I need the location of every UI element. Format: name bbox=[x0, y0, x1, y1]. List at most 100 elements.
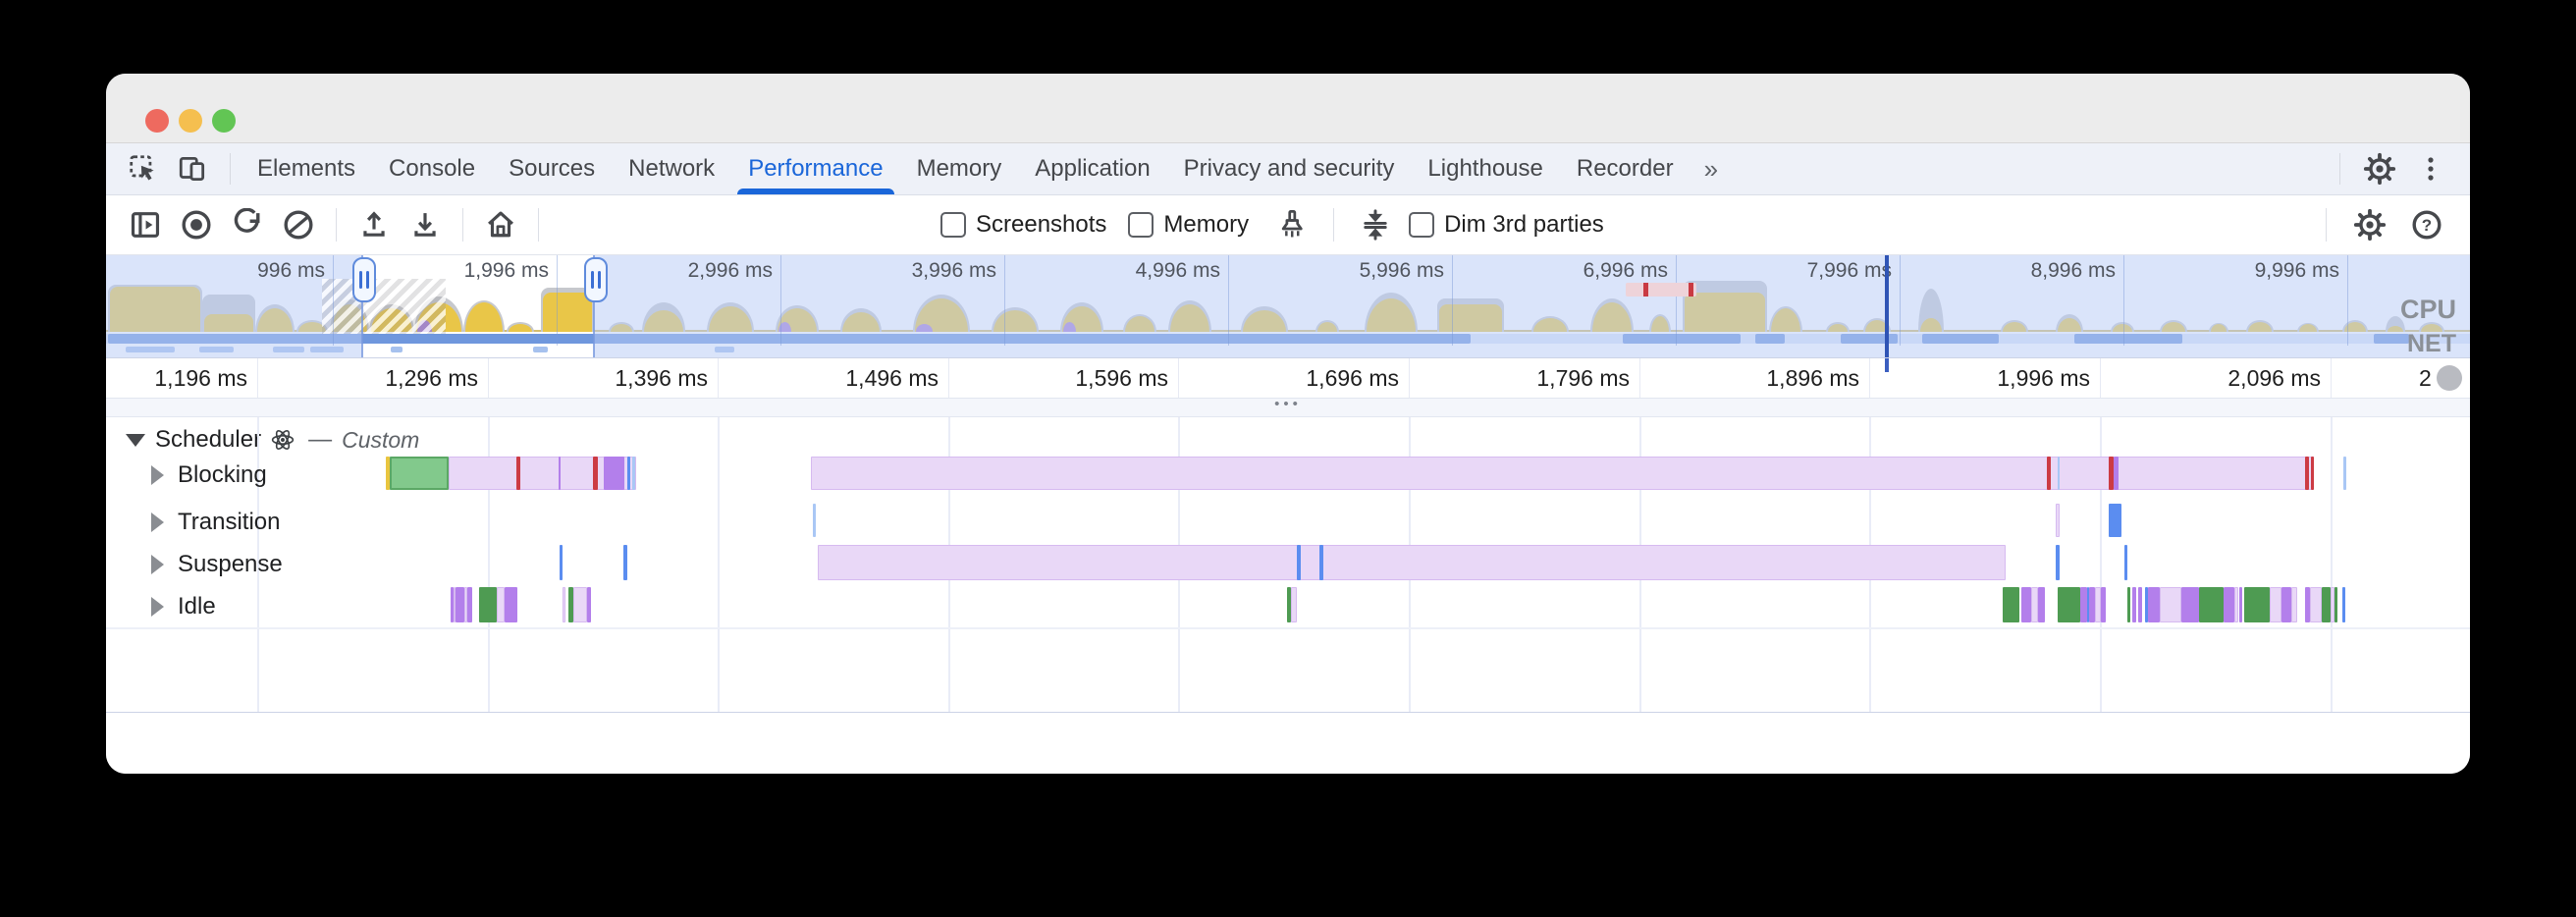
flame-chart-entry[interactable] bbox=[559, 457, 561, 490]
flame-chart-entry[interactable] bbox=[2058, 587, 2080, 622]
flame-chart-entry[interactable] bbox=[813, 504, 816, 537]
flame-chart-entry[interactable] bbox=[1319, 545, 1323, 580]
selection-left-handle[interactable] bbox=[352, 257, 376, 302]
tab-lighthouse[interactable]: Lighthouse bbox=[1411, 143, 1559, 194]
flame-chart-entry[interactable] bbox=[2311, 457, 2314, 490]
tab-console[interactable]: Console bbox=[372, 143, 492, 194]
flame-chart-entry[interactable] bbox=[2047, 457, 2051, 490]
flame-chart-entry[interactable] bbox=[2244, 587, 2270, 622]
timeline-ruler[interactable]: 1,196 ms1,296 ms1,396 ms1,496 ms1,596 ms… bbox=[106, 358, 2470, 399]
flame-chart-entry[interactable] bbox=[632, 457, 635, 490]
flame-chart-entry[interactable] bbox=[467, 587, 472, 622]
flame-chart-entry[interactable] bbox=[2239, 587, 2242, 622]
memory-checkbox[interactable] bbox=[1128, 212, 1154, 238]
flame-chart-entry[interactable] bbox=[587, 587, 591, 622]
flame-chart-entry[interactable] bbox=[2021, 587, 2031, 622]
inspect-element-icon[interactable] bbox=[122, 147, 165, 190]
capture-settings-gear-icon[interactable] bbox=[2348, 203, 2391, 246]
flame-chart-entry[interactable] bbox=[2270, 587, 2281, 622]
zoom-window-button[interactable] bbox=[212, 109, 236, 133]
collapse-triangle-icon[interactable] bbox=[126, 434, 145, 447]
clear-icon[interactable] bbox=[277, 203, 320, 246]
flame-chart-entry[interactable] bbox=[604, 457, 624, 490]
minimize-window-button[interactable] bbox=[179, 109, 202, 133]
flame-chart-entry[interactable] bbox=[2080, 587, 2087, 622]
flame-chart-entry[interactable] bbox=[2124, 545, 2127, 580]
screenshots-checkbox-group[interactable]: Screenshots bbox=[940, 211, 1106, 239]
flame-chart-entry[interactable] bbox=[2038, 587, 2045, 622]
flame-chart-entry[interactable] bbox=[2343, 457, 2346, 490]
scheduler-track-header[interactable]: Scheduler — Custom bbox=[126, 425, 419, 455]
flame-chart-entry[interactable] bbox=[2310, 587, 2322, 622]
toggle-sidebar-icon[interactable] bbox=[124, 203, 167, 246]
tab-elements[interactable]: Elements bbox=[241, 143, 372, 194]
flame-chart-entry[interactable] bbox=[2138, 587, 2142, 622]
splitter-handle-icon[interactable]: ••• bbox=[1274, 401, 1302, 408]
flame-chart-entry[interactable] bbox=[497, 587, 505, 622]
help-icon[interactable]: ? bbox=[2405, 203, 2448, 246]
record-and-reload-icon[interactable] bbox=[226, 203, 269, 246]
flame-chart-entry[interactable] bbox=[2101, 587, 2106, 622]
timeline-overview[interactable]: 996 ms1,996 ms2,996 ms3,996 ms4,996 ms5,… bbox=[106, 255, 2470, 358]
flame-chart-entry[interactable] bbox=[627, 457, 630, 490]
horizontal-scrollbar-thumb[interactable] bbox=[2437, 365, 2462, 391]
flame-chart-entry[interactable] bbox=[479, 587, 497, 622]
tab-sources[interactable]: Sources bbox=[492, 143, 612, 194]
more-tabs-button[interactable]: » bbox=[1690, 143, 1734, 194]
flame-chart-entry[interactable] bbox=[573, 587, 587, 622]
home-icon[interactable] bbox=[479, 203, 522, 246]
dim-3rd-parties-checkbox-group[interactable]: Dim 3rd parties bbox=[1409, 211, 1604, 239]
flame-chart-entry[interactable] bbox=[2291, 587, 2297, 622]
tab-memory[interactable]: Memory bbox=[900, 143, 1019, 194]
flame-chart-entry[interactable] bbox=[2305, 457, 2309, 490]
screenshots-checkbox[interactable] bbox=[940, 212, 966, 238]
flame-chart-entry[interactable] bbox=[2127, 587, 2130, 622]
flame-chart-entry[interactable] bbox=[456, 587, 464, 622]
flame-chart-entry[interactable] bbox=[2181, 587, 2199, 622]
flame-chart-entry[interactable] bbox=[2234, 587, 2238, 622]
flame-chart-entry[interactable] bbox=[563, 587, 565, 622]
flame-chart-entry[interactable] bbox=[2031, 587, 2038, 622]
flame-chart-tracks[interactable]: Scheduler — Custom BlockingTransitionSus… bbox=[106, 417, 2470, 713]
flame-chart-entry[interactable] bbox=[2224, 587, 2234, 622]
tab-privacy-and-security[interactable]: Privacy and security bbox=[1167, 143, 1412, 194]
dim-3rd-parties-checkbox[interactable] bbox=[1409, 212, 1434, 238]
flame-chart-entry[interactable] bbox=[811, 457, 2314, 490]
collapse-tracks-icon[interactable] bbox=[1354, 203, 1397, 246]
record-icon[interactable] bbox=[175, 203, 218, 246]
flame-chart-entry[interactable] bbox=[2056, 545, 2060, 580]
flame-chart-entry[interactable] bbox=[2160, 587, 2181, 622]
tab-application[interactable]: Application bbox=[1018, 143, 1166, 194]
flame-chart-entry[interactable] bbox=[2003, 587, 2019, 622]
flame-chart-entry[interactable] bbox=[2199, 587, 2224, 622]
flame-chart-entry[interactable] bbox=[2342, 587, 2345, 622]
flame-chart-entry[interactable] bbox=[2114, 457, 2119, 490]
tab-recorder[interactable]: Recorder bbox=[1560, 143, 1690, 194]
flame-chart-entry[interactable] bbox=[623, 545, 627, 580]
close-window-button[interactable] bbox=[145, 109, 169, 133]
flame-chart-entry[interactable] bbox=[2334, 587, 2337, 622]
device-toolbar-icon[interactable] bbox=[171, 147, 214, 190]
flame-chart-entry[interactable] bbox=[2281, 587, 2291, 622]
flame-chart-entry[interactable] bbox=[818, 545, 2006, 580]
flame-chart-entry[interactable] bbox=[2132, 587, 2136, 622]
playhead-marker[interactable] bbox=[1885, 255, 1889, 357]
flame-chart-entry[interactable] bbox=[2322, 587, 2331, 622]
flame-chart-entry[interactable] bbox=[2058, 457, 2060, 490]
flame-chart-entry[interactable] bbox=[593, 457, 598, 490]
flame-chart-entry[interactable] bbox=[2148, 587, 2160, 622]
tab-network[interactable]: Network bbox=[612, 143, 731, 194]
kebab-menu-icon[interactable] bbox=[2409, 147, 2452, 190]
flame-chart-entry[interactable] bbox=[560, 545, 563, 580]
flame-chart-entry[interactable] bbox=[2109, 504, 2121, 537]
flame-chart-entry[interactable] bbox=[516, 457, 520, 490]
flame-chart-entry[interactable] bbox=[505, 587, 517, 622]
upload-profile-icon[interactable] bbox=[352, 203, 396, 246]
selection-right-handle[interactable] bbox=[584, 257, 608, 302]
download-profile-icon[interactable] bbox=[403, 203, 447, 246]
collect-garbage-icon[interactable] bbox=[1270, 203, 1314, 246]
flame-chart-entry[interactable] bbox=[390, 457, 449, 490]
panel-splitter[interactable]: ••• bbox=[106, 399, 2470, 417]
tab-performance[interactable]: Performance bbox=[731, 143, 899, 194]
flame-chart-entry[interactable] bbox=[1297, 545, 1301, 580]
